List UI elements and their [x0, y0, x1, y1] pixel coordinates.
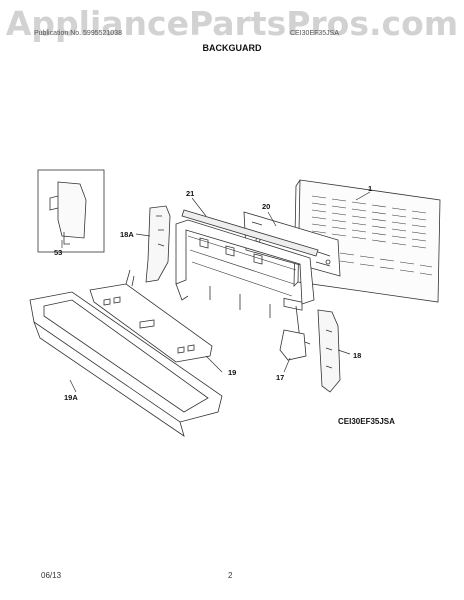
part-18-right-endcap	[317, 309, 341, 393]
inset-box	[37, 169, 105, 253]
callout-18A: 18A	[120, 230, 134, 239]
callout-18: 18	[353, 351, 362, 360]
part-53-bracket	[57, 181, 87, 239]
publication-number: Publication No. 5995521038	[34, 30, 122, 37]
part-17-bracket	[279, 329, 307, 361]
watermark: AppliancePartsPros.com	[5, 4, 459, 43]
footer-date: 06/13	[41, 571, 62, 580]
page-number: 2	[228, 571, 233, 580]
callout-19A: 19A	[64, 393, 78, 402]
model-code: CEI30EF35JSA	[338, 417, 395, 426]
callout-19: 19	[228, 368, 237, 377]
part-21-trim	[181, 209, 319, 257]
callout-1: 1	[368, 184, 373, 193]
page-title: BACKGUARD	[202, 43, 262, 53]
header-model: CEI30EF35JSA	[290, 30, 340, 37]
callout-20: 20	[262, 202, 271, 211]
backguard-frame	[175, 219, 315, 305]
callout-53: 53	[54, 248, 63, 257]
callout-17: 17	[276, 373, 285, 382]
callout-21: 21	[186, 189, 195, 198]
